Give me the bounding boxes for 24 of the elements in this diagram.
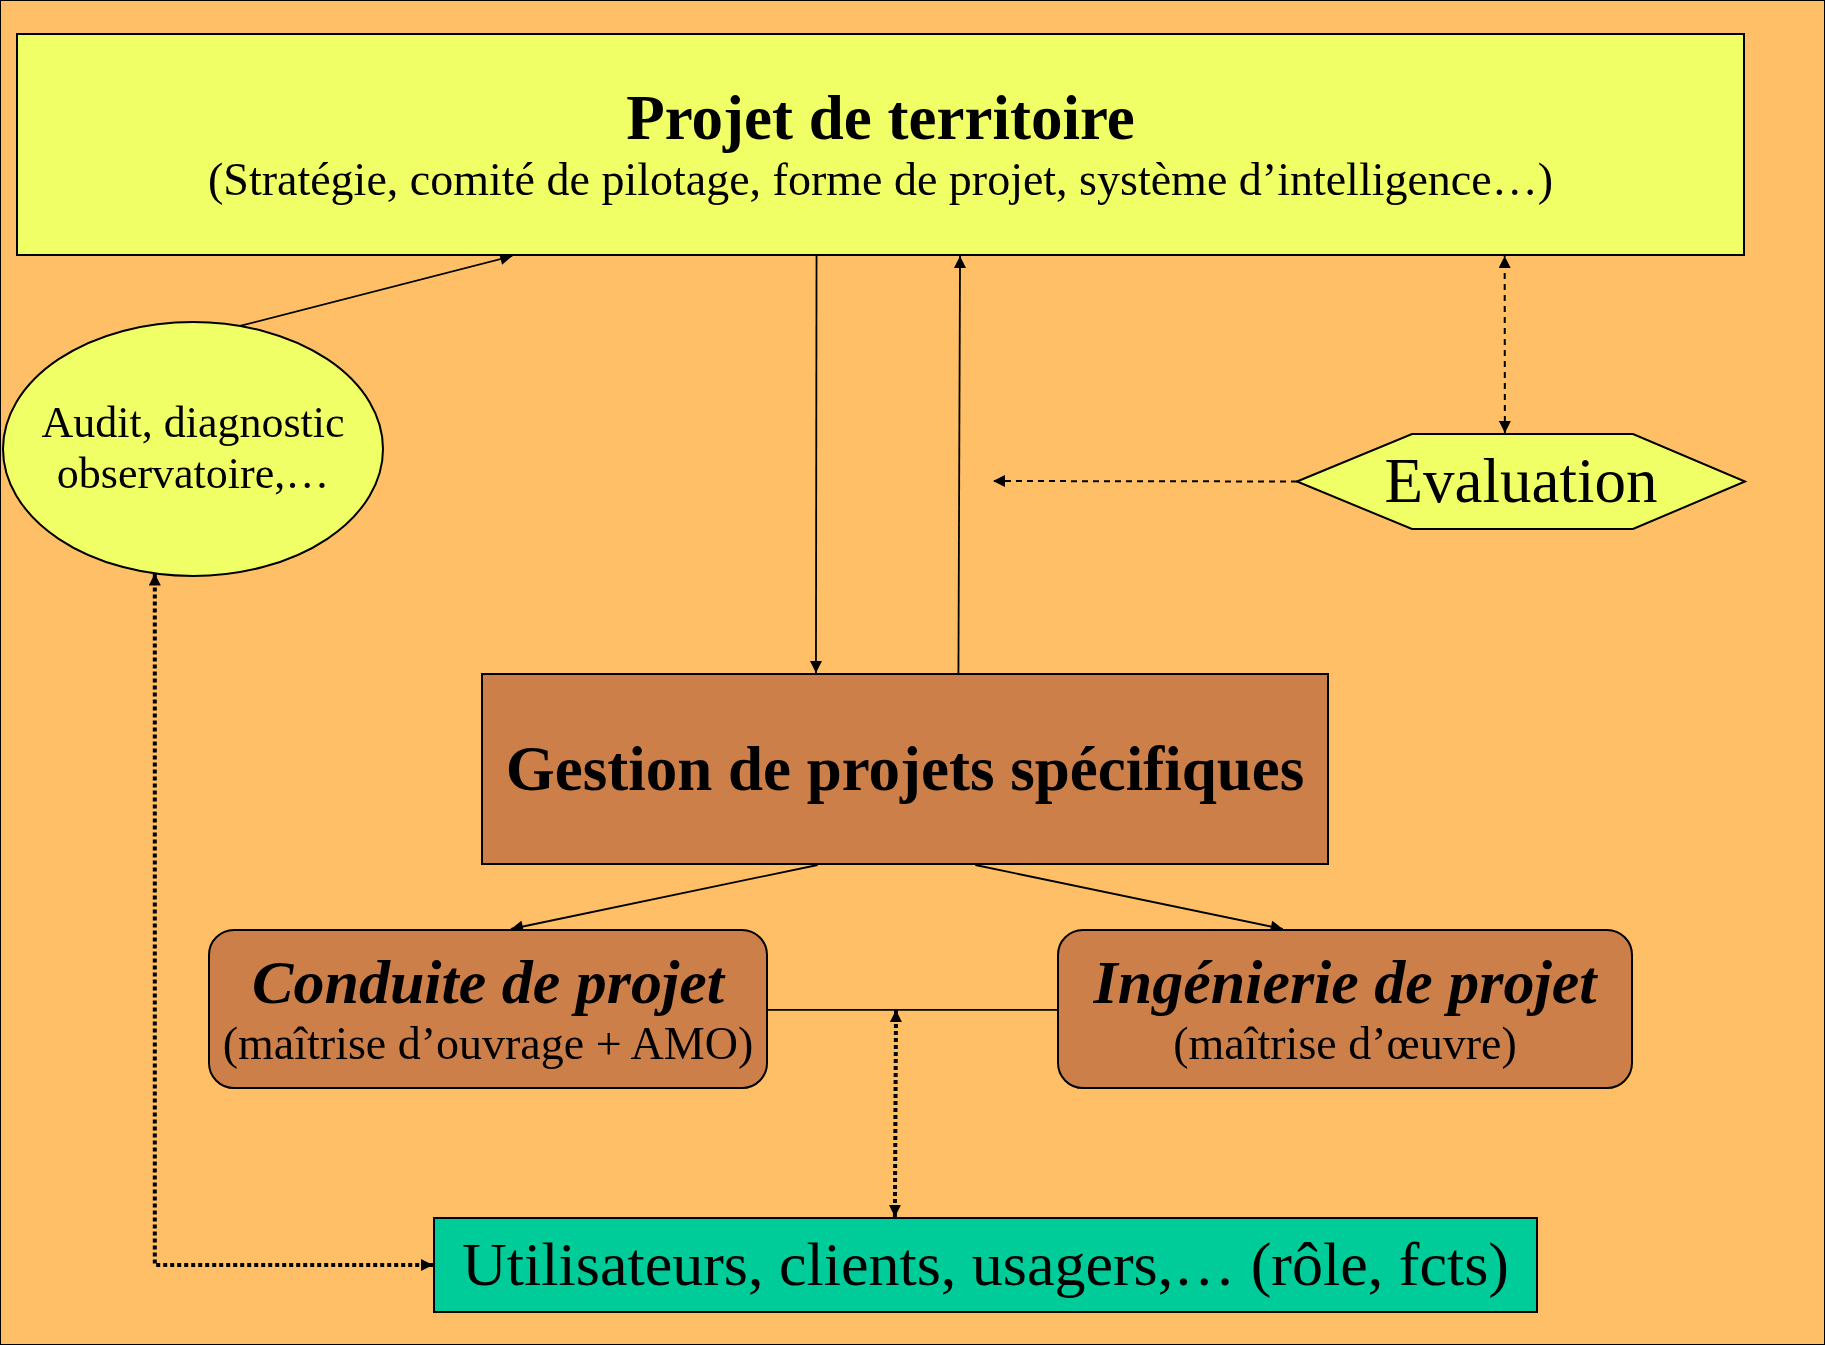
process-box — [481, 673, 1329, 865]
node-title: Gestion de projets spécifiques — [505, 732, 1305, 806]
arrow — [992, 475, 1298, 487]
process-box — [16, 33, 1745, 256]
node-subtitle: (maîtrise d’œuvre) — [1173, 1018, 1517, 1072]
process-box — [433, 1217, 1538, 1313]
node-subtitle: (Stratégie, comité de pilotage, forme de projet, système d’intelligence…) — [208, 154, 1553, 208]
node-title: Audit, diagnostic observatoire,… — [40, 398, 346, 500]
node-title: Projet de territoire — [626, 81, 1135, 155]
connector-line — [767, 1009, 1058, 1011]
rounded-box — [208, 929, 768, 1089]
arrow — [1498, 255, 1511, 434]
arrow — [148, 573, 433, 1271]
node-title: Utilisateurs, clients, usagers,… (rôle, fcts) — [462, 1229, 1509, 1301]
hexagon-node — [1297, 433, 1745, 530]
arrow — [954, 255, 966, 674]
node-title: Ingénierie de projet — [1093, 946, 1597, 1018]
node-subtitle: (maîtrise d’ouvrage + AMO) — [222, 1018, 754, 1072]
node-title: Evaluation — [1384, 445, 1658, 518]
arrow — [888, 1010, 902, 1217]
arrow — [810, 255, 822, 674]
ellipse-node — [2, 321, 384, 577]
rounded-box — [1057, 929, 1633, 1089]
node-title: Conduite de projet — [252, 946, 724, 1018]
